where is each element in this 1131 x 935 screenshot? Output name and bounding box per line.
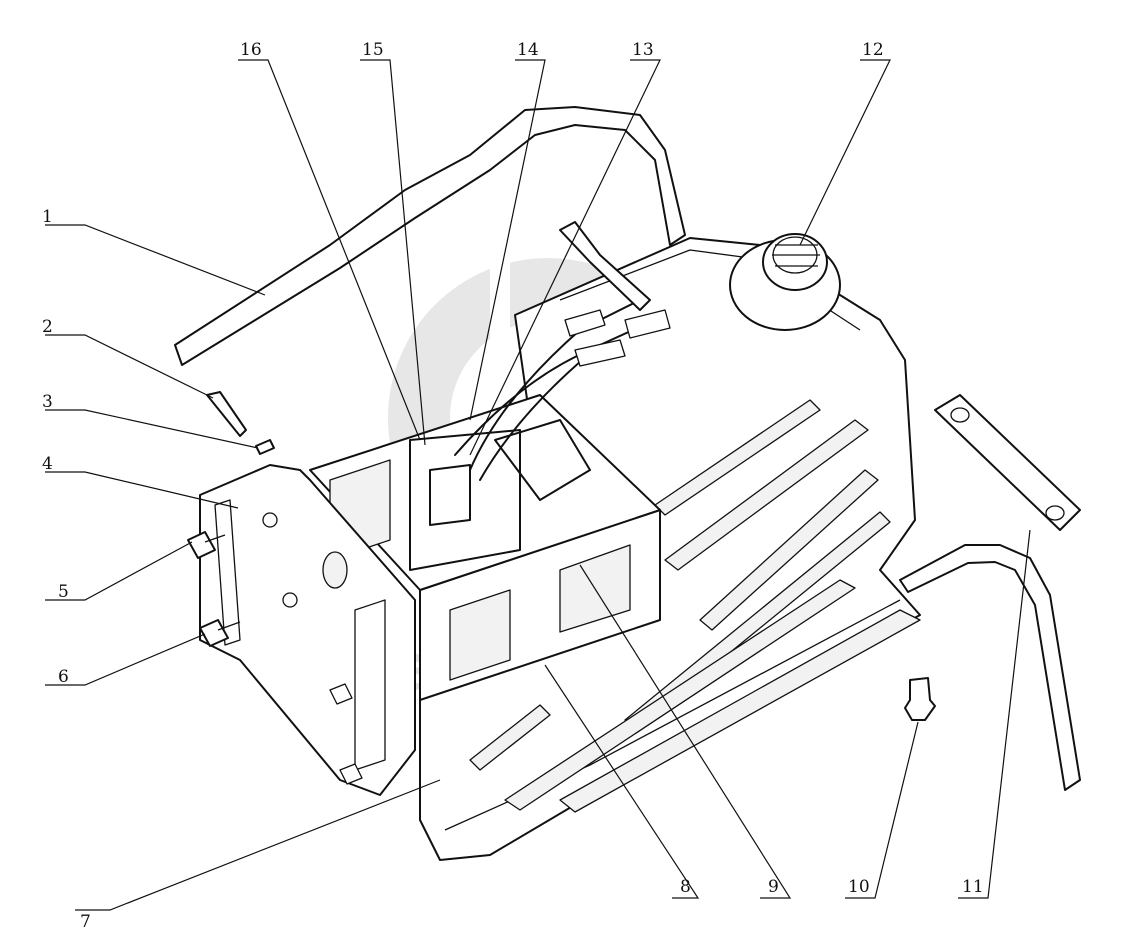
callout-13: 13 [632,40,654,60]
leader-8 [544,664,700,899]
part-11-plate [934,394,1081,531]
callout-16: 16 [240,40,262,60]
part-11-strap [899,544,1081,791]
callout-5: 5 [58,582,69,602]
callout-labels: 1 2 3 4 5 6 7 8 9 10 11 12 13 14 15 16 [42,40,984,932]
part-4-bracket [199,464,416,796]
bracket-bolts [262,512,363,785]
leader-12 [799,59,891,246]
callout-11: 11 [962,877,984,897]
leader-14 [469,59,546,421]
part-5-bolt [187,531,226,559]
leader-15 [360,59,426,446]
leader-4 [45,471,239,509]
leader-16 [238,59,421,441]
part-10-drain-plug [904,677,936,721]
callout-6: 6 [58,667,69,687]
callout-2: 2 [42,317,53,337]
part-7-tank [419,237,921,861]
part-6-bolt [199,619,241,647]
leader-5 [45,541,193,601]
leader-3 [45,409,259,449]
callout-8: 8 [680,877,691,897]
leader-2 [45,334,214,399]
callout-3: 3 [42,392,53,412]
callout-1: 1 [42,207,53,227]
pump-internals [409,221,671,571]
callout-14: 14 [517,40,539,60]
leader-6 [45,633,206,686]
leader-13 [469,59,661,456]
part-12-filler-cap [729,233,841,331]
part-2-pin [206,391,247,437]
leader-11 [958,529,1031,899]
callout-15: 15 [362,40,384,60]
leader-7 [75,779,441,911]
callout-7: 7 [80,912,91,932]
callout-10: 10 [848,877,870,897]
callout-12: 12 [862,40,884,60]
leader-1 [45,224,266,296]
leader-9 [579,564,792,899]
callout-4: 4 [42,454,53,474]
part-3-bolt [255,439,275,455]
callout-9: 9 [768,877,779,897]
leader-10 [845,721,919,899]
part-1-strap [174,106,686,366]
leader-lines [45,59,1031,911]
